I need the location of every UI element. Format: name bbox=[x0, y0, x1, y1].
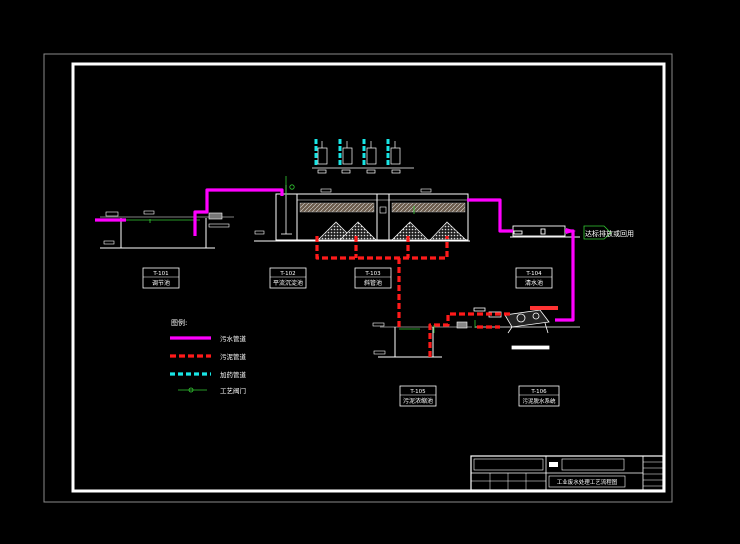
paper-outer-border bbox=[43, 53, 673, 503]
tag-t105: T-105 bbox=[409, 389, 426, 395]
media-bed-1 bbox=[299, 202, 375, 213]
title-block bbox=[470, 455, 664, 491]
legend-label-valve: 工艺阀门 bbox=[220, 386, 246, 395]
tag-t103: T-103 bbox=[364, 271, 381, 277]
tag-t102: T-102 bbox=[279, 271, 295, 277]
drawing-title: 工业废水处理工艺流程图 bbox=[557, 478, 618, 486]
name-t104: 清水池 bbox=[525, 279, 543, 287]
name-t105: 污泥浓缩池 bbox=[403, 397, 433, 405]
name-t101: 调节池 bbox=[152, 279, 170, 287]
tag-t104: T-104 bbox=[525, 271, 542, 277]
sludge-hoppers bbox=[317, 221, 467, 241]
legend-label-wastewater: 污水管道 bbox=[220, 334, 247, 343]
legend-title: 图例: bbox=[171, 318, 187, 327]
dewatering-press bbox=[473, 306, 580, 350]
legend-label-dosing: 加药管道 bbox=[220, 370, 247, 379]
unit-label-t106: T-106 污泥脱水系统 bbox=[518, 385, 560, 407]
legend-label-sludge: 污泥管道 bbox=[220, 352, 247, 361]
dosing-units bbox=[312, 141, 414, 174]
unit-label-t104: T-104 清水池 bbox=[515, 267, 553, 289]
unit-label-t101: T-101 调节池 bbox=[142, 267, 180, 289]
name-t102: 平流沉淀池 bbox=[273, 279, 303, 287]
feed-valve bbox=[289, 184, 295, 190]
unit-label-t102: T-102 平流沉淀池 bbox=[269, 267, 307, 289]
outlet-label: 达标排放或回用 bbox=[585, 229, 634, 238]
tank-t101 bbox=[100, 210, 234, 249]
legend-valve-icon bbox=[188, 387, 194, 393]
drawing-frame bbox=[71, 62, 666, 493]
tag-t101: T-101 bbox=[152, 271, 168, 277]
dosing-lines bbox=[314, 139, 390, 166]
tag-t106: T-106 bbox=[530, 389, 547, 395]
outlet-label-box bbox=[583, 225, 612, 240]
outlet-arrow bbox=[566, 228, 576, 234]
media-bed-2 bbox=[391, 202, 466, 213]
unit-label-t103: T-103 斜管池 bbox=[354, 267, 392, 289]
name-t106: 污泥脱水系统 bbox=[522, 397, 556, 405]
unit-label-t105: T-105 污泥浓缩池 bbox=[399, 385, 437, 407]
sludge-pipes bbox=[315, 236, 510, 357]
legend: 图例: 污水管道 污泥管道 加药管道 工艺阀门 bbox=[170, 318, 247, 395]
valve-markers bbox=[149, 206, 476, 333]
name-t103: 斜管池 bbox=[364, 279, 382, 287]
tank-t105 bbox=[372, 321, 472, 358]
